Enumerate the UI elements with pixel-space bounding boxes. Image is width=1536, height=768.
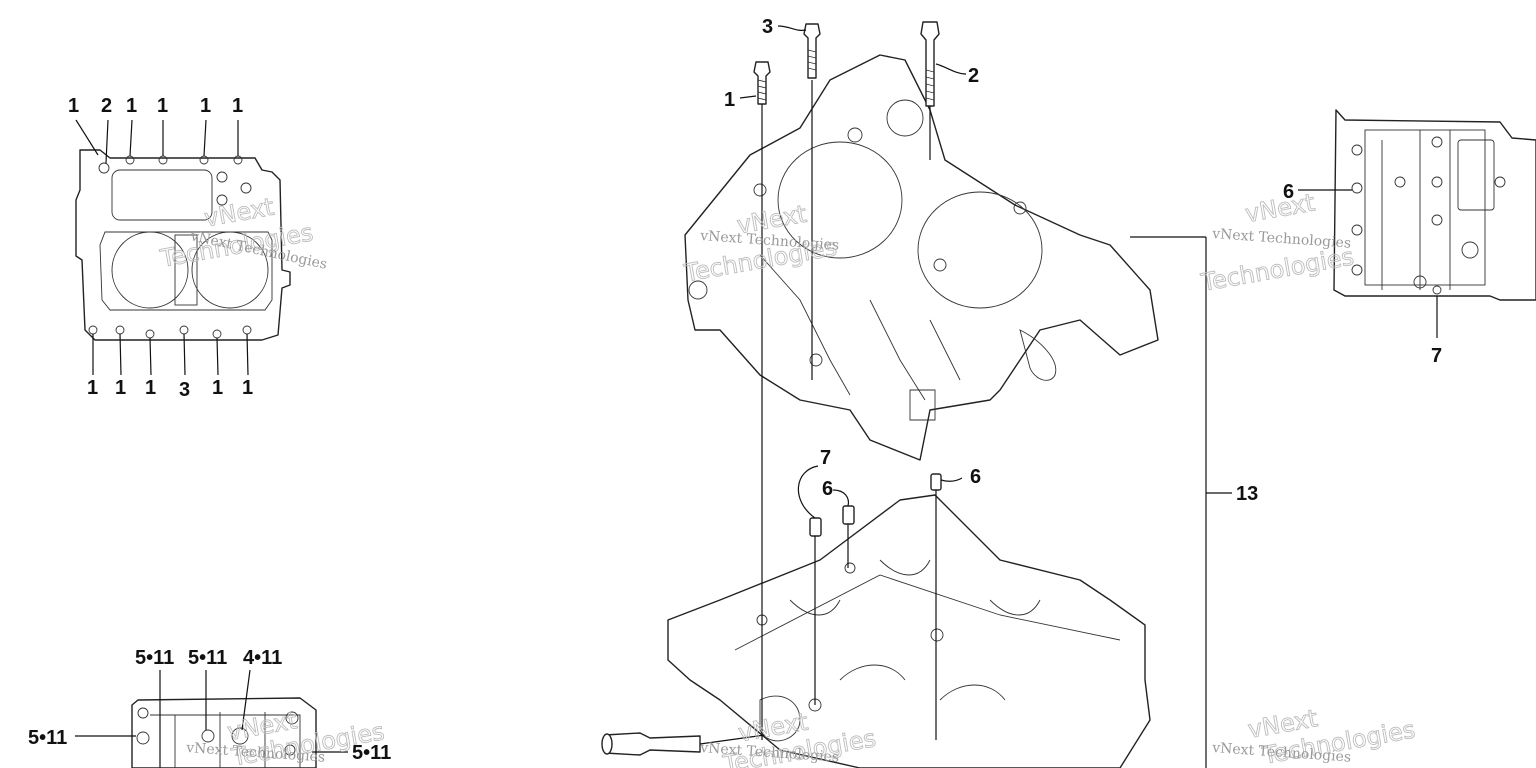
watermark-vnext-3: vNext — [1243, 188, 1317, 228]
top-view-callout-1f: 1 — [87, 377, 98, 399]
bottom-view-callout-5-11c: 5•11 — [28, 727, 67, 749]
top-view-callout-1c: 1 — [157, 95, 168, 117]
dowel-pin-6a — [842, 505, 855, 525]
assembly-callout-13: 13 — [1236, 483, 1258, 505]
hose-fitting — [601, 732, 766, 756]
top-view-callout-1b: 1 — [126, 95, 137, 117]
main-callout-6a: 6 — [822, 478, 833, 500]
side-view-callout-7: 7 — [1431, 345, 1442, 367]
top-view-callout-1a: 1 — [68, 95, 79, 117]
top-view-callout-2: 2 — [101, 95, 112, 117]
upper-crankcase-half — [684, 54, 1159, 461]
bottom-view-callout-5-11b: 5•11 — [188, 647, 227, 669]
top-view-callout-1j: 1 — [242, 377, 253, 399]
dowel-pin-7 — [809, 517, 822, 537]
bottom-view-callout-5-11a: 5•11 — [135, 647, 174, 669]
top-view-crankcase: 1 2 1 1 1 1 1 1 1 3 1 1 — [68, 95, 291, 401]
bolt-2 — [920, 21, 940, 107]
watermark-technologies-3: Technologies — [1198, 242, 1356, 297]
bolt-1 — [753, 61, 771, 105]
bottom-view-callout-5-11d: 5•11 — [352, 742, 391, 764]
dowel-pin-6b — [930, 473, 942, 491]
side-view-crankcase: 6 7 — [1283, 109, 1536, 367]
side-view-callout-6: 6 — [1283, 181, 1294, 203]
top-view-callout-1e: 1 — [232, 95, 243, 117]
main-callout-1: 1 — [724, 89, 735, 111]
lower-crankcase-half — [667, 494, 1151, 768]
top-view-callout-1g: 1 — [115, 377, 126, 399]
bolt-3 — [803, 23, 821, 79]
top-view-callout-1d: 1 — [200, 95, 211, 117]
top-view-callout-3: 3 — [179, 379, 190, 401]
main-callout-3: 3 — [762, 16, 773, 38]
main-callout-2: 2 — [968, 65, 979, 87]
bottom-view-crankcase: 5•11 5•11 4•11 5•11 5•11 — [28, 647, 391, 768]
top-view-callout-1i: 1 — [212, 377, 223, 399]
main-callout-6b: 6 — [970, 466, 981, 488]
watermark-text-3: vNext Technologies — [1211, 226, 1352, 252]
main-callout-7: 7 — [820, 447, 831, 469]
bottom-view-callout-4-11: 4•11 — [243, 647, 282, 669]
top-view-callout-1h: 1 — [145, 377, 156, 399]
